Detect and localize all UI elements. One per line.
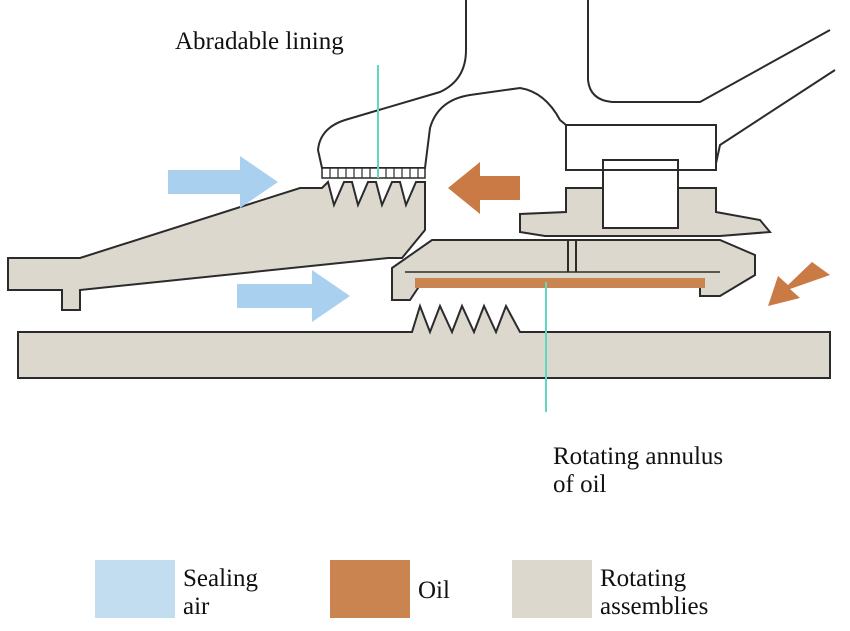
oil-film (415, 278, 705, 288)
sealing-air-arrow-upper (168, 156, 278, 208)
legend-label-rotating-line1: Rotating (600, 565, 687, 592)
legend-label-oil: Oil (418, 577, 450, 604)
rotating-annulus-label-line2: of oil (553, 471, 607, 498)
main-shaft (17, 302, 831, 379)
bearing-roller (602, 159, 679, 229)
legend-swatch-sealing-air (95, 560, 175, 618)
upper-casing-left (316, 0, 567, 169)
abradable-lining-label: Abradable lining (175, 28, 344, 55)
legend-label-sealing-air-line1: Sealing (183, 565, 258, 592)
legend-swatch-oil (330, 560, 410, 618)
legend-swatch-rotating-assemblies (512, 560, 592, 618)
abradable-lining-block (321, 167, 426, 179)
sealing-air-arrow-lower (237, 270, 350, 322)
upper-casing-right (587, 0, 831, 103)
oil-seal-ring (391, 239, 756, 301)
oil-arrow-upper (448, 162, 520, 214)
legend-label-rotating-line2: assemblies (600, 593, 709, 620)
legend-label-sealing-air-line2: air (183, 593, 210, 620)
rotating-seal-shaft (7, 180, 426, 311)
rotating-annulus-label-line1: Rotating annulus (553, 443, 724, 470)
oil-arrow-right (768, 262, 830, 306)
